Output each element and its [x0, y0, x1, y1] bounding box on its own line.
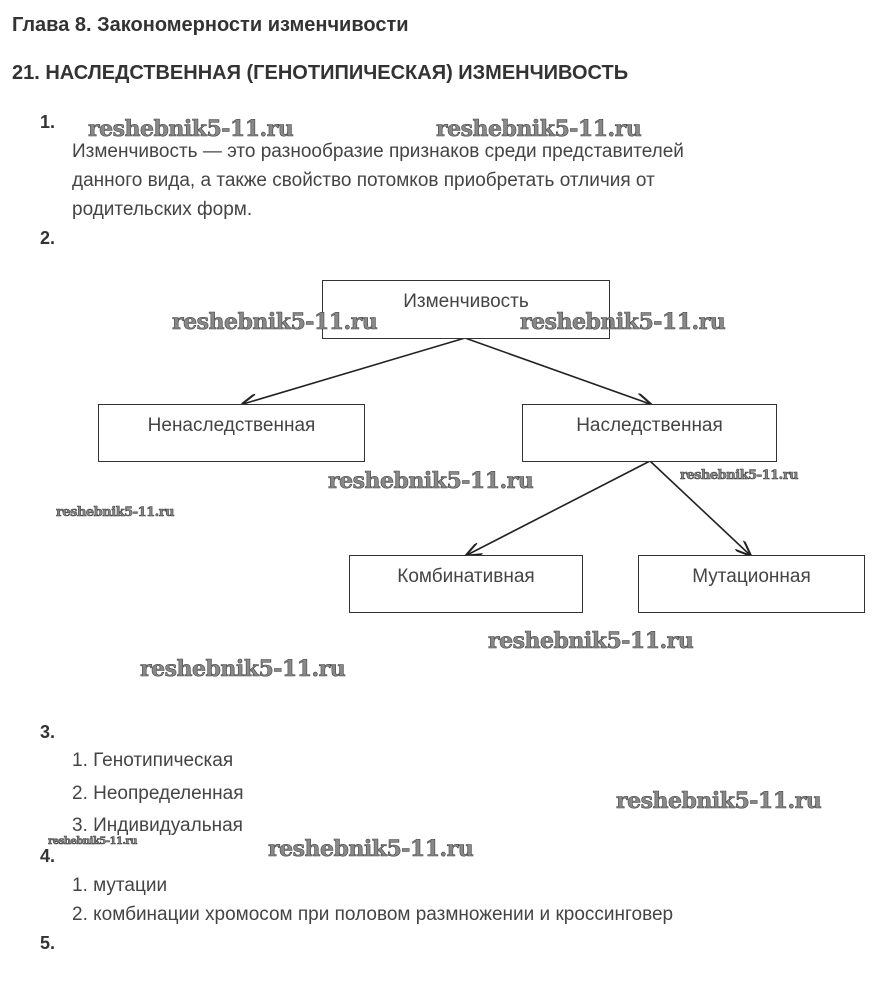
watermark: reshebnik5-11.ru	[88, 116, 294, 143]
task-3-item-3: 3. Индивидуальная	[72, 815, 243, 836]
watermark: reshebnik5-11.ru	[172, 309, 378, 336]
diagram-box-root: Изменчивость	[322, 280, 610, 339]
task-1-line-3: родительских форм.	[72, 199, 253, 220]
watermark: reshebnik5-11.ru	[680, 468, 799, 484]
diagram-box-mutational: Мутационная	[638, 555, 865, 613]
arrow-to-combinative	[467, 460, 651, 555]
task-3-item-2: 2. Неопределенная	[72, 783, 244, 804]
watermark: reshebnik5-11.ru	[328, 468, 534, 495]
task-5-number: 5.	[40, 933, 56, 953]
task-1-line-1: Изменчивость — это разнообразие признако…	[72, 141, 684, 162]
task-1-line-2: данного вида, а также свойство потомков …	[72, 170, 655, 191]
watermark: reshebnik5-11.ru	[268, 836, 474, 863]
watermark: reshebnik5-11.ru	[488, 628, 694, 655]
task-4-item-1: 1. мутации	[72, 875, 168, 896]
watermark: reshebnik5-11.ru	[616, 788, 822, 815]
diagram-box-nonhereditary: Ненаследственная	[98, 404, 365, 462]
arrow-to-mutational	[649, 460, 750, 555]
task-3-number: 3.	[40, 722, 56, 742]
diagram-box-hereditary: Наследственная	[522, 404, 777, 462]
diagram-box-combinative: Комбинативная	[349, 555, 583, 613]
watermark: reshebnik5-11.ru	[520, 309, 726, 336]
arrow-to-hereditary	[464, 337, 650, 404]
task-4-item-2: 2. комбинации хромосом при половом размн…	[72, 904, 674, 925]
watermark: reshebnik5-11.ru	[140, 656, 346, 683]
watermark: reshebnik5-11.ru	[48, 836, 138, 848]
section-title: 21. НАСЛЕДСТВЕННАЯ (ГЕНОТИПИЧЕСКАЯ) ИЗМЕ…	[12, 62, 629, 84]
task-2-number: 2.	[40, 228, 56, 248]
task-1-number: 1.	[40, 112, 56, 132]
task-4-number: 4.	[40, 846, 56, 866]
task-3-item-1: 1. Генотипическая	[72, 750, 234, 771]
watermark: reshebnik5-11.ru	[56, 505, 175, 521]
arrow-to-nonhereditary	[243, 337, 466, 404]
chapter-title: Глава 8. Закономерности изменчивости	[12, 14, 409, 36]
watermark: reshebnik5-11.ru	[436, 116, 642, 143]
